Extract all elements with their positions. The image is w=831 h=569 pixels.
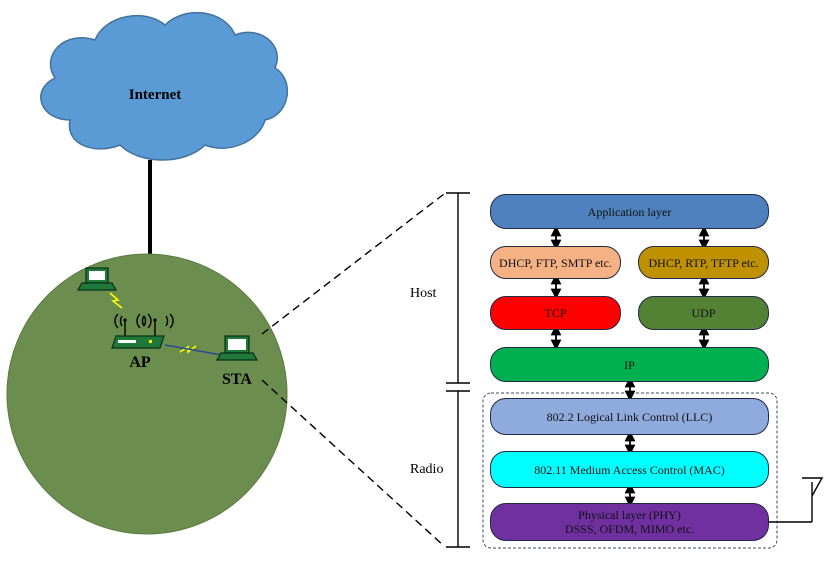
application-layer: Application layer (490, 194, 769, 229)
internet-label: Internet (128, 87, 182, 103)
phy-layer-title: Physical layer (PHY) (578, 508, 681, 522)
access-point-icon (111, 313, 174, 349)
llc-layer: 802.2 Logical Link Control (LLC) (490, 398, 769, 435)
phy-layer-techniques: DSSS, OFDM, MIMO etc. (564, 522, 695, 536)
host-label: Host (410, 286, 437, 301)
wireless-link-icon (109, 292, 123, 309)
udp-apps-layer: DHCP, RTP, TFTP etc. (638, 246, 769, 279)
radio-label: Radio (410, 462, 444, 477)
tcp-layer: TCP (490, 296, 621, 330)
internet-cloud (40, 11, 289, 161)
tcp-apps-layer: DHCP, FTP, SMTP etc. (490, 246, 621, 279)
laptop-icon (76, 267, 118, 291)
udp-layer: UDP (638, 296, 769, 330)
phy-layer: Physical layer (PHY) DSSS, OFDM, MIMO et… (490, 503, 769, 541)
ap-label: AP (129, 354, 151, 371)
radio-bracket (446, 390, 470, 548)
sta-link (164, 344, 223, 356)
antenna-icon (767, 477, 824, 523)
zoom-line-bottom (261, 379, 445, 547)
radio-group-box (482, 392, 778, 549)
mac-layer: 802.11 Medium Access Control (MAC) (490, 451, 769, 488)
coverage-cell (6, 253, 288, 535)
station-laptop-icon (215, 335, 259, 361)
host-bracket (446, 192, 470, 384)
zoom-line-top (261, 193, 445, 335)
layer-arrows (550, 225, 710, 508)
sta-label: STA (222, 371, 252, 388)
ip-layer: IP (490, 347, 769, 382)
